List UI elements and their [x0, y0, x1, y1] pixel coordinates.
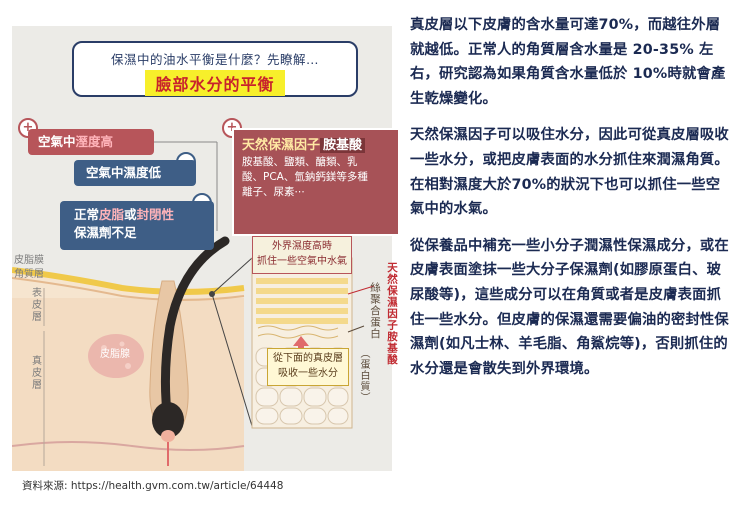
- absorb-note-line: 吸收一些水分: [278, 368, 338, 379]
- sebaceous-gland-label: 皮脂腺: [100, 349, 130, 360]
- protein-lines: [257, 325, 339, 339]
- gland-dot: [119, 341, 125, 347]
- sebum-line-2: 保濕劑不足: [74, 225, 137, 240]
- horny-layer-line: [12, 277, 245, 301]
- sebum-film: [12, 267, 245, 295]
- hair-strand: [160, 236, 230, 426]
- nmf-desc-line: 離子、尿素⋯: [242, 186, 305, 198]
- nmf-desc-line: 胺基酸、鹽類、醣類、乳: [242, 156, 358, 168]
- humidity-low-highlight: 濕度低: [123, 165, 162, 180]
- skin-moisture-illustration: 保濕中的油水平衡是什麼？先瞭解… 臉部水分的平衡 + 空氣中溼度高 − 空氣中濕…: [12, 26, 400, 471]
- magnify-line: [211, 257, 253, 295]
- paragraph-nmf: 天然保濕因子可以吸住水分，因此可從真皮層吸收一些水分，或把皮膚表面的水分抓住來潤…: [410, 127, 729, 218]
- horny-layer-bricks: [256, 278, 348, 324]
- sebum-mid: 或: [124, 207, 137, 222]
- stratum-corneum-label: 角質層: [14, 269, 44, 280]
- nmf-title-highlight: 胺基酸: [320, 138, 366, 153]
- paragraph-moisturizer: 從保養品中補充一些小分子潤濕性保濕成分，或在皮膚表面塗抹一些大分子保濕劑(如膠原…: [410, 237, 729, 377]
- humidity-note-line: 抓住一些空氣中水氣: [257, 256, 347, 267]
- hair-bulb: [152, 402, 184, 438]
- absorb-note-line: 從下面的真皮層: [273, 353, 343, 364]
- humidity-low-box: 空氣中濕度低: [74, 160, 196, 186]
- nmf-title-text: 天然保濕因子: [242, 138, 321, 153]
- nmf-side-label: 天然保濕因子胺基酸: [386, 262, 398, 366]
- humidity-note: 外界濕度高時 抓住一些空氣中水氣: [252, 236, 352, 274]
- humidity-high-box: 空氣中溼度高: [28, 129, 154, 155]
- dermis-bottom-line: [12, 441, 245, 451]
- paragraph-water-content: 真皮層以下皮膚的含水量可達70%，而越往外層就越低。正常人的角質層含水量是 20…: [410, 17, 726, 107]
- title-card: 保濕中的油水平衡是什麼？先瞭解… 臉部水分的平衡: [72, 41, 358, 97]
- epidermis-label: 表皮層: [32, 288, 42, 323]
- title-question: 保濕中的油水平衡是什麼？先瞭解…: [110, 52, 319, 67]
- humidity-note-line: 外界濕度高時: [272, 241, 332, 252]
- sebum-film-label: 皮脂膜: [14, 255, 44, 266]
- nmf-title: 天然保濕因子胺基酸: [242, 134, 390, 153]
- protein-pointer: [347, 325, 365, 333]
- sebum-line-1: 正常皮脂或封閉性: [74, 206, 214, 224]
- gland-dot: [125, 363, 131, 369]
- protein-label: （蛋白質）: [358, 348, 369, 403]
- humidity-high-prefix: 空氣中: [38, 134, 76, 149]
- absorb-note: 從下面的真皮層 吸收一些水分: [267, 348, 349, 386]
- sebum-highlight: 皮脂: [99, 207, 125, 222]
- dermis-label: 真皮層: [32, 356, 42, 391]
- nmf-desc-line: 酸、PCA、氫鈉鈣鎂等多種: [242, 171, 368, 183]
- humidity-low-prefix: 空氣中: [86, 165, 124, 180]
- nmf-box: 天然保濕因子胺基酸 胺基酸、鹽類、醣類、乳 酸、PCA、氫鈉鈣鎂等多種 離子、尿…: [232, 128, 400, 236]
- magnify-line: [211, 293, 253, 427]
- nmf-pointer: [347, 285, 375, 295]
- gland-dot: [101, 345, 107, 351]
- title-main: 臉部水分的平衡: [145, 70, 285, 96]
- nmf-description: 胺基酸、鹽類、醣類、乳 酸、PCA、氫鈉鈣鎂等多種 離子、尿素⋯: [242, 155, 390, 200]
- magnify-point: [209, 291, 215, 297]
- papilla: [161, 430, 175, 442]
- source-citation: 資料來源: https://health.gvm.com.tw/article/…: [22, 480, 284, 492]
- skin-cross-section-drawing: [12, 141, 375, 471]
- sebum-prefix: 正常: [74, 207, 100, 222]
- silk-protein-label: 絲聚合蛋白: [369, 282, 381, 340]
- humidity-high-highlight: 溼度高: [75, 134, 114, 149]
- sebum-insufficient-box: 正常皮脂或封閉性 保濕劑不足: [60, 201, 214, 250]
- occlusive-highlight: 封閉性: [136, 207, 175, 222]
- explanation-text: 真皮層以下皮膚的含水量可達70%，而越往外層就越低。正常人的角質層含水量是 20…: [410, 13, 732, 391]
